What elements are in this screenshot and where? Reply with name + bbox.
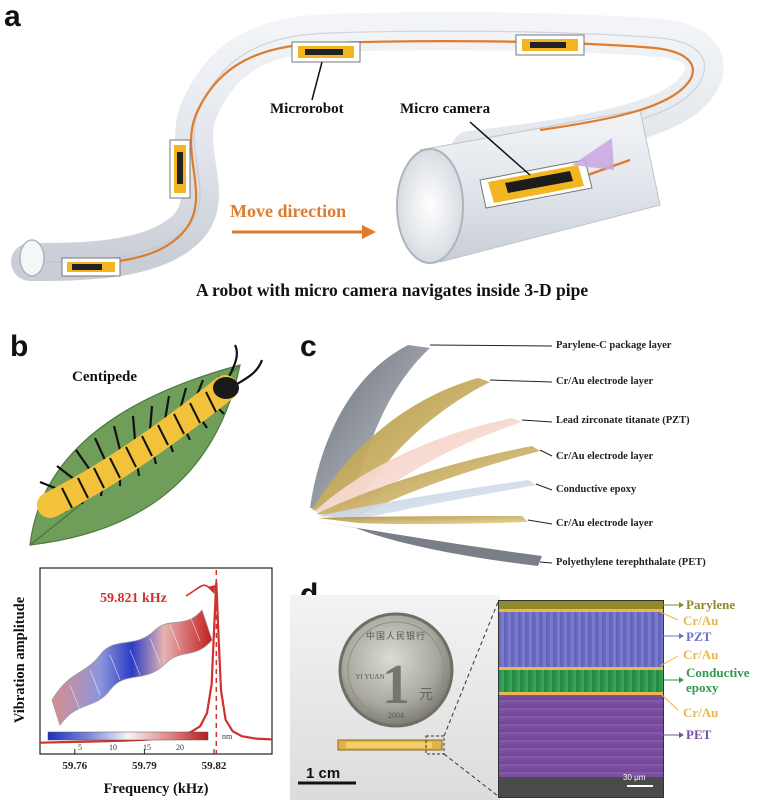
sem-label-epoxy: Conductive epoxy: [686, 665, 750, 695]
layer-label-parylene: Parylene-C package layer: [556, 340, 672, 351]
sem-pet: [499, 695, 663, 777]
scale-bar-sem: [627, 785, 653, 787]
layer-label-crau-2: Cr/Au electrode layer: [556, 451, 654, 462]
coin-year: 2004: [388, 711, 404, 720]
sem-crau-1: [499, 609, 663, 612]
scale-label-coin: 1 cm: [306, 765, 341, 782]
coin: [338, 612, 454, 728]
sem-label-parylene: Parylene: [686, 597, 736, 612]
coin-pinyin: YI YUAN: [355, 673, 384, 681]
move-direction-label: Move direction: [230, 201, 347, 221]
frequency-response-chart: 59.76 59.79 59.82 5 10 15 20 nm 59.821 kHz…: [12, 567, 273, 797]
micro-camera-label: Micro camera: [400, 101, 491, 117]
robot-bottom-left: [61, 257, 121, 277]
centipede-body: [37, 344, 264, 518]
sem-label-pet: PET: [686, 727, 712, 742]
coin-top-text: 中国人民银行: [366, 630, 426, 641]
layer-label-pzt: Lead zirconate titanate (PZT): [556, 415, 690, 426]
coin-numeral: 1: [382, 654, 410, 716]
sem-label-crau-3: Cr/Au: [683, 705, 719, 720]
sem-pzt: [499, 612, 663, 667]
robot-with-camera: [479, 138, 614, 209]
sem-crau-2: [499, 667, 663, 670]
x-ticks: 59.76 59.79 59.82: [62, 749, 227, 772]
mode-shape-inset: [51, 609, 213, 726]
peak-arrowhead: [207, 585, 216, 594]
zoom-lines: [443, 601, 499, 797]
plot-frame: [39, 567, 273, 755]
centipede-illustration: [29, 344, 264, 546]
sem-label-crau-2: Cr/Au: [683, 647, 719, 662]
coin-yuan: 元: [419, 688, 433, 703]
zoom-box: [425, 735, 445, 755]
centipede-label: Centipede: [72, 369, 137, 385]
x-tick-label: 59.82: [202, 760, 227, 772]
layer-pet: [320, 522, 542, 566]
microrobot-label: Microrobot: [270, 101, 344, 117]
sem-label-arrows: [660, 602, 684, 738]
sem-label-pzt: PZT: [686, 629, 712, 644]
layer-label-crau-3: Cr/Au electrode layer: [556, 518, 654, 529]
sem-cross-section: 30 μm: [498, 600, 664, 798]
scale-label-sem: 30 μm: [623, 773, 646, 782]
panel-c-letter: c: [300, 330, 317, 363]
layer-parylene: [310, 345, 430, 512]
camera-view-cone: [572, 138, 614, 170]
colorbar-tick: 15: [143, 743, 151, 752]
coin-photo: 中国人民银行 1 元 YI YUAN 2004: [290, 595, 500, 800]
robot-left-vertical: [169, 139, 191, 199]
x-axis-label: Frequency (kHz): [104, 781, 209, 797]
layer-label-crau-1: Cr/Au electrode layer: [556, 376, 654, 387]
sem-epoxy: [499, 670, 663, 692]
colorbar-tick: 20: [176, 743, 184, 752]
layer-epoxy: [318, 480, 536, 520]
colorbar-tick: 10: [109, 743, 117, 752]
layer-stack-illustration: [310, 344, 553, 566]
move-direction-arrowhead: [362, 225, 376, 239]
x-tick-label: 59.76: [62, 760, 87, 772]
layer-crau-3: [318, 516, 528, 525]
colorbar: [47, 731, 209, 741]
panel-a-letter: a: [4, 0, 21, 33]
layer-label-epoxy: Conductive epoxy: [556, 484, 637, 495]
y-axis-label: Vibration amplitude: [12, 596, 28, 723]
sem-parylene: [499, 601, 663, 609]
pipe-illustration: [11, 12, 724, 281]
sem-crau-3: [499, 692, 663, 695]
panel-a-caption: A robot with micro camera navigates insi…: [196, 280, 589, 300]
sem-label-crau-1: Cr/Au: [683, 613, 719, 628]
x-tick-label: 59.79: [132, 760, 157, 772]
sem-substrate: [499, 777, 663, 797]
layer-pzt: [314, 418, 522, 516]
peak-label: 59.821 kHz: [100, 591, 167, 606]
layer-crau-2: [316, 446, 540, 518]
colorbar-tick: 5: [78, 743, 82, 752]
pipe-opening: [396, 148, 464, 264]
robot-top-left: [291, 41, 361, 63]
robot-top-right: [515, 34, 585, 56]
panel-b-letter: b: [10, 330, 29, 363]
colorbar-unit: nm: [222, 732, 233, 741]
series-curve: [39, 581, 273, 744]
layer-label-pet: Polyethylene terephthalate (PET): [556, 557, 706, 568]
